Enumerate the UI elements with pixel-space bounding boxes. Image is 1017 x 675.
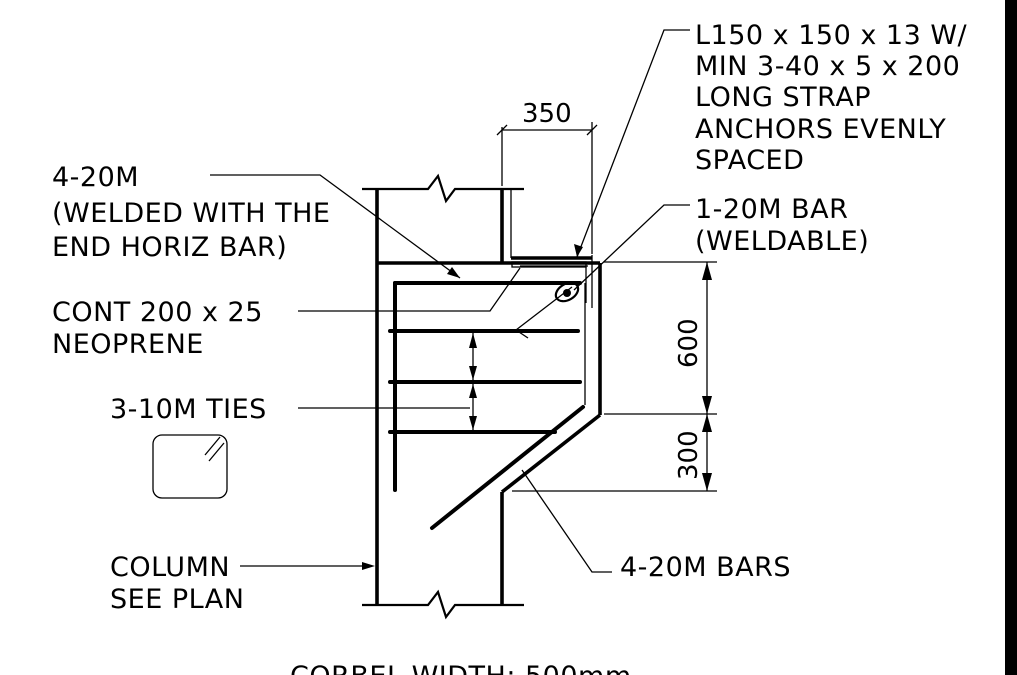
column-label-2: SEE PLAN xyxy=(110,584,244,615)
top-bars-label-2: (WELDED WITH THE xyxy=(52,198,330,229)
angle-label-5: SPACED xyxy=(695,145,804,176)
angle-label-3: LONG STRAP xyxy=(695,82,871,113)
dim-600-text: 600 xyxy=(674,318,704,368)
angle-label-2: MIN 3-40 x 5 x 200 xyxy=(695,51,960,82)
leaders xyxy=(210,29,690,573)
angle-label-1: L150 x 150 x 13 W/ xyxy=(695,20,968,51)
ties-label: 3-10M TIES xyxy=(110,394,267,425)
dim-350-text: 350 xyxy=(522,99,572,129)
tie-section-icon xyxy=(152,434,228,499)
weld-bar-label-1: 1-20M BAR xyxy=(695,194,848,225)
dimension-600-300: 600 300 xyxy=(512,261,717,492)
steel-angle xyxy=(511,255,593,308)
dimension-350: 350 xyxy=(496,99,598,254)
top-bars-label-1: 4-20M xyxy=(52,162,139,193)
annotation-text: L150 x 150 x 13 W/ MIN 3-40 x 5 x 200 LO… xyxy=(52,20,968,675)
diag-bars-label: 4-20M BARS xyxy=(620,552,791,583)
weld-bar-label-2: (WELDABLE) xyxy=(695,226,869,257)
column-outline xyxy=(362,173,602,620)
tie-spacing-arrow xyxy=(469,333,477,430)
neoprene-pad xyxy=(511,261,587,268)
corbel-width-label: CORBEL WIDTH: 500mm xyxy=(290,661,632,675)
sheet-border-right xyxy=(1005,0,1017,675)
column-label-1: COLUMN xyxy=(110,552,230,583)
dim-300-text: 300 xyxy=(674,430,704,480)
top-bars-label-3: END HORIZ BAR) xyxy=(52,232,287,263)
neoprene-label-1: CONT 200 x 25 xyxy=(52,297,263,328)
neoprene-label-2: NEOPRENE xyxy=(52,329,204,360)
angle-label-4: ANCHORS EVENLY xyxy=(695,114,946,145)
